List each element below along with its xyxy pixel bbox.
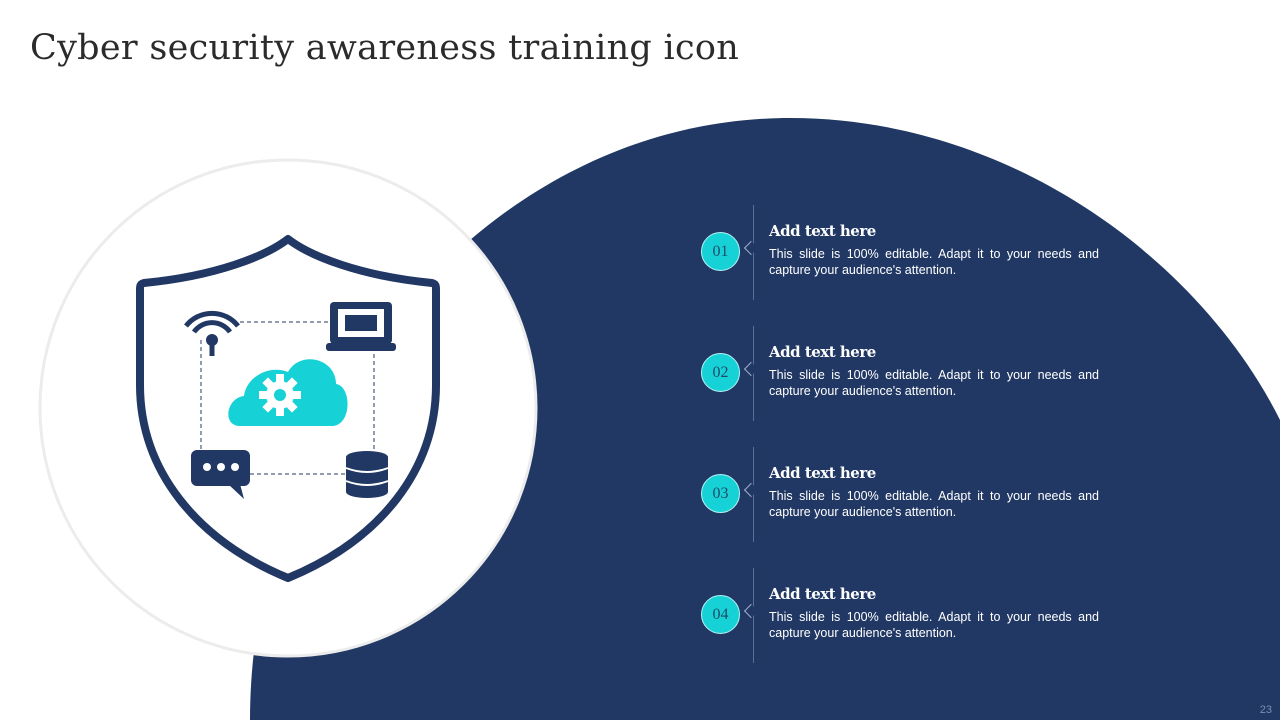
item-description: This slide is 100% editable. Adapt it to… bbox=[769, 489, 1099, 519]
chevron-left-icon bbox=[743, 361, 759, 377]
item-description: This slide is 100% editable. Adapt it to… bbox=[769, 610, 1099, 640]
item-heading: Add text here bbox=[769, 222, 876, 240]
page-number: 23 bbox=[1259, 704, 1272, 716]
item-heading: Add text here bbox=[769, 343, 876, 361]
chevron-left-icon bbox=[743, 482, 759, 498]
item-heading: Add text here bbox=[769, 585, 876, 603]
chevron-left-icon bbox=[743, 603, 759, 619]
shield-icon bbox=[136, 235, 440, 582]
list-item: 02 Add text here This slide is 100% edit… bbox=[700, 326, 1120, 421]
item-description: This slide is 100% editable. Adapt it to… bbox=[769, 368, 1099, 398]
list-item: 01 Add text here This slide is 100% edit… bbox=[700, 205, 1120, 300]
chat-bubble-icon bbox=[191, 450, 250, 499]
connection-lines bbox=[200, 321, 375, 475]
wifi-icon bbox=[184, 310, 240, 356]
number-badge: 04 bbox=[701, 595, 740, 634]
navy-arc-shape bbox=[250, 118, 1280, 720]
chevron-left-icon bbox=[743, 240, 759, 256]
list-item: 04 Add text here This slide is 100% edit… bbox=[700, 568, 1120, 663]
item-heading: Add text here bbox=[769, 464, 876, 482]
item-description: This slide is 100% editable. Adapt it to… bbox=[769, 247, 1099, 277]
number-badge: 01 bbox=[701, 232, 740, 271]
number-badge: 03 bbox=[701, 474, 740, 513]
cloud-gear-icon bbox=[228, 359, 348, 426]
list-item: 03 Add text here This slide is 100% edit… bbox=[700, 447, 1120, 542]
database-icon bbox=[345, 451, 389, 498]
slide-title: Cyber security awareness training icon bbox=[30, 28, 740, 68]
laptop-icon bbox=[326, 302, 396, 351]
number-badge: 02 bbox=[701, 353, 740, 392]
